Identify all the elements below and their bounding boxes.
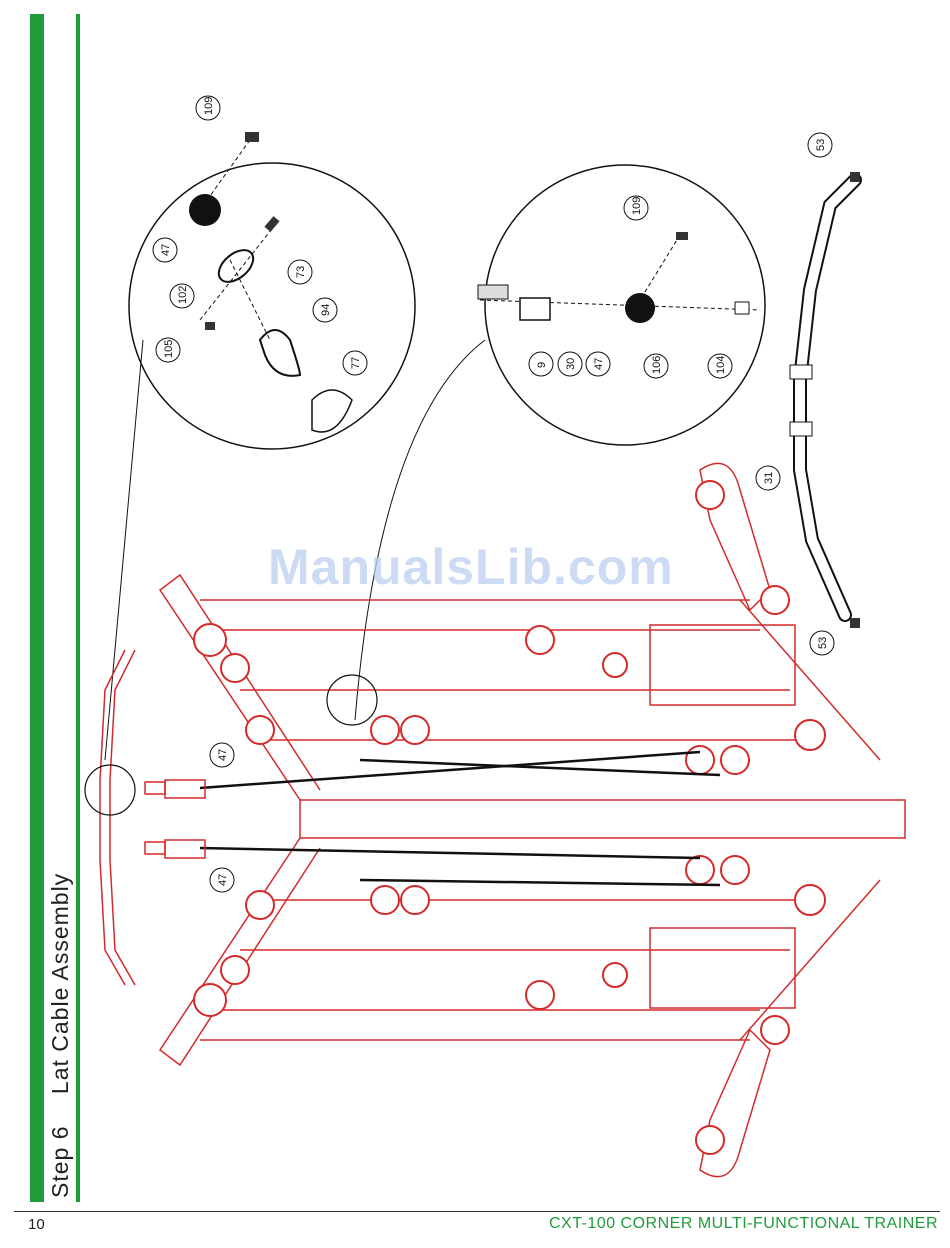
lat-bar-installed [100,650,205,985]
callouts-detail-top-left: 109 47 102 73 105 94 77 [153,96,367,375]
callout-47-b: 47 [593,358,605,370]
callout-47-a: 47 [160,244,172,256]
callout-109-a: 109 [203,97,215,115]
callout-94: 94 [320,304,332,316]
detail-marker-pulley [327,675,377,725]
callout-31: 31 [763,472,775,484]
lat-bar [790,172,860,628]
callout-53-a: 53 [815,139,827,151]
callout-30: 30 [565,358,577,370]
callout-105: 105 [163,340,175,358]
footer-title: CXT-100 CORNER MULTI-FUNCTIONAL TRAINER [549,1215,938,1233]
callout-77: 77 [350,357,362,369]
callout-47-c: 47 [217,749,229,761]
watermark: ManualsLib.com [268,538,674,596]
callout-53-b: 53 [817,637,829,649]
callouts-detail-top-right: 109 9 30 47 106 104 [529,196,732,378]
callout-9: 9 [536,362,548,368]
callouts-cables: 47 47 [210,743,234,892]
callout-73: 73 [295,266,307,278]
cables [200,752,720,885]
callout-106: 106 [651,356,663,374]
detail-circle-lat-bar-connection [105,132,415,760]
page-number: 10 [28,1216,45,1233]
detail-circle-pulley-connection [355,165,765,720]
callout-47-d: 47 [217,874,229,886]
footer-rule [14,1211,940,1212]
callout-104: 104 [715,356,727,374]
callout-109-b: 109 [631,197,643,215]
callout-102: 102 [177,286,189,304]
